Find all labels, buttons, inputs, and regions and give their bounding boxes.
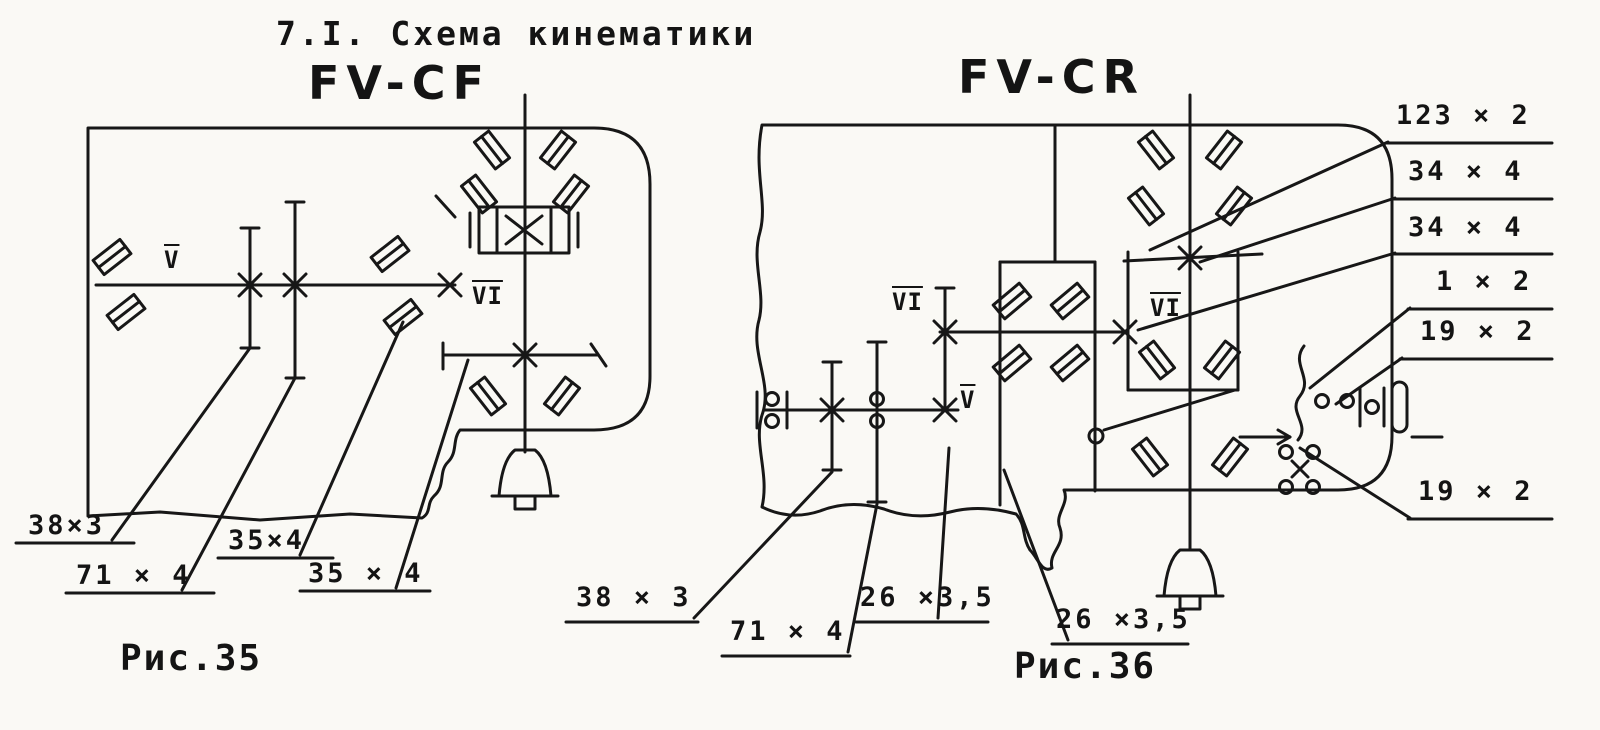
gear-symbol	[1126, 185, 1166, 227]
fvcr-shaft-v-label: V	[960, 386, 976, 414]
fvcf-label-38x3: 38×3	[28, 510, 106, 541]
gear-symbol	[1049, 281, 1091, 321]
fvcf-label-71x4: 71 × 4	[76, 560, 192, 591]
fvcr-label-19x2-a: 19 × 2	[1420, 316, 1536, 347]
gear-symbol	[1136, 129, 1176, 171]
fvcr-label-26x35-a: 26 ×3,5	[860, 582, 995, 613]
fvcr-label-38x3: 38 × 3	[576, 582, 692, 613]
gear-symbol	[1202, 339, 1242, 381]
fvcr-shaft-vi-box-label: VI	[1150, 294, 1181, 322]
fvcf-mechanism	[91, 93, 608, 511]
gear-symbol	[1204, 129, 1244, 171]
motor-coupling-symbol	[468, 205, 580, 255]
fvcr-outline	[755, 123, 1394, 571]
gear-symbol	[1210, 436, 1250, 478]
fvcr-label-123x2: 123 × 2	[1396, 100, 1531, 131]
pin-symbol	[1390, 380, 1409, 434]
bell-weight-symbol	[1155, 548, 1225, 611]
fvcr-shaft-vi-label: VI	[892, 288, 923, 316]
fvcf-title: FV-CF	[308, 56, 491, 110]
spring-squiggle	[1294, 344, 1307, 442]
gear-symbol	[91, 237, 133, 277]
fvcr-caption: Рис.36	[1014, 646, 1157, 687]
fvcf-caption: Рис.35	[120, 638, 263, 679]
fvcr-label-34x4-a: 34 × 4	[1408, 156, 1524, 187]
fvcr-leader-lines	[564, 140, 1554, 658]
section-heading: 7.I. Схема кинематики	[276, 14, 757, 53]
gear-symbol	[542, 375, 582, 417]
gear-symbol	[1130, 436, 1170, 478]
fvcr-label-26x35-b: 26 ×3,5	[1056, 604, 1191, 635]
gear-symbol	[468, 375, 508, 417]
gear-symbol	[382, 297, 424, 337]
gear-symbol	[1049, 343, 1091, 383]
fvcr-label-1x2: 1 × 2	[1436, 266, 1533, 297]
fvcr-label-34x4-b: 34 × 4	[1408, 212, 1524, 243]
gear-symbol	[472, 129, 512, 171]
fvcf-leader-lines	[14, 320, 470, 595]
fvcr-mechanism	[755, 93, 1444, 611]
fvcf-outline	[86, 126, 652, 522]
gear-symbol	[369, 234, 411, 274]
hook-symbol	[1087, 427, 1105, 445]
fvcf-shaft-v-label: V	[164, 246, 180, 274]
fvcr-title: FV-CR	[958, 50, 1145, 104]
gear-symbol	[105, 292, 147, 332]
fvcr-label-19x2-b: 19 × 2	[1418, 476, 1534, 507]
fvcf-label-35x4-a: 35×4	[228, 525, 306, 556]
fvcr-label-71x4: 71 × 4	[730, 616, 846, 647]
clutch-and-pinion-symbols	[1238, 344, 1444, 495]
gear-symbol	[1137, 339, 1177, 381]
fvcf-shaft-vi-label: VI	[472, 282, 503, 310]
fvcf-label-35x4-b: 35 × 4	[308, 558, 424, 589]
bell-weight-symbol	[490, 448, 560, 511]
gear-symbol	[538, 129, 578, 171]
